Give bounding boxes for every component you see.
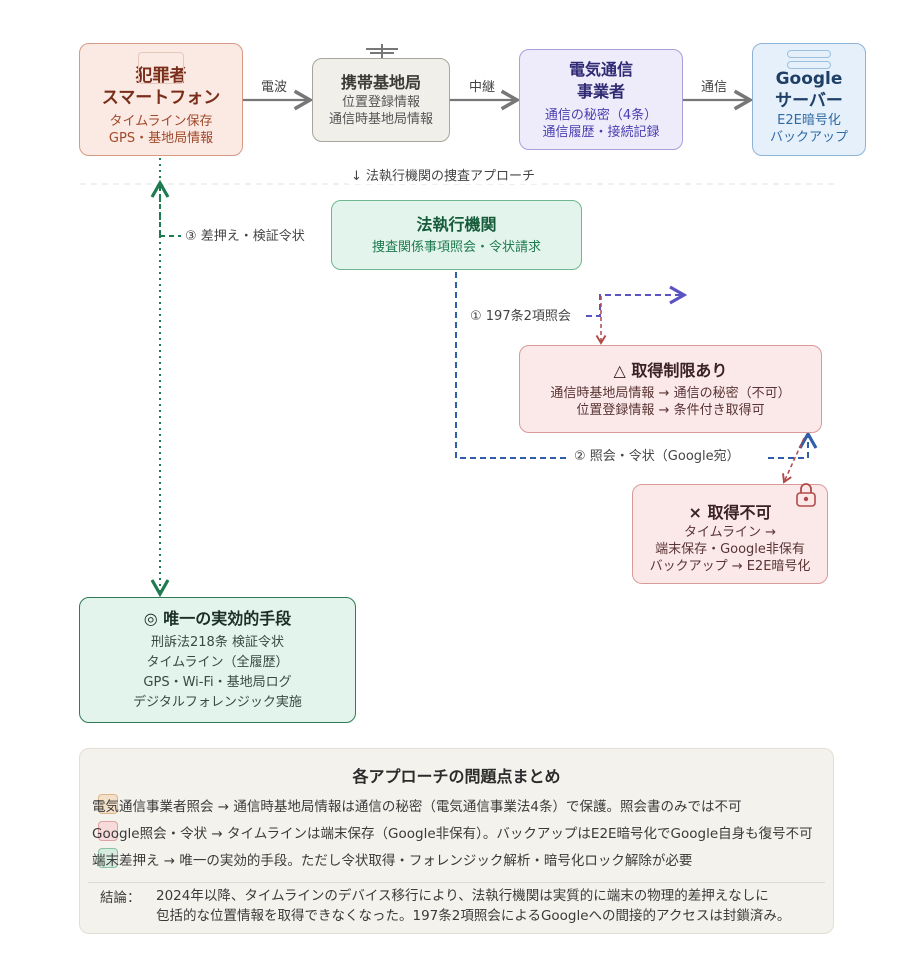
phone-title-line2: スマートフォン — [101, 87, 221, 108]
summary-panel: 各アプローチの問題点まとめ 電気通信事業者照会 → 通信時基地局情報は通信の秘密… — [79, 748, 834, 934]
edge-label-comm: 通信 — [698, 76, 731, 95]
phone-screen-icon — [138, 52, 184, 84]
edge-label-path3: ③ 差押え・検証令状 — [182, 225, 308, 244]
edge-label-relay: 中継 — [466, 76, 499, 95]
swatch-google — [98, 821, 118, 841]
base-station-sub-line2: 通信時基地局情報 — [328, 112, 433, 127]
summary-divider — [88, 882, 825, 883]
limited-sub-line1: 通信時基地局情報 → 通信の秘密（不可） — [550, 385, 791, 401]
impossible-title: × 取得不可 — [688, 502, 772, 522]
server-icon — [787, 50, 831, 72]
law-sub: 捜査関係事項照会・令状請求 — [371, 240, 541, 255]
carrier-sub-line1: 通信の秘密（4条） — [544, 107, 658, 123]
summary-row-device: 端末差押え → 唯一の実効的手段。ただし令状取得・フォレンジック解析・暗号化ロッ… — [92, 853, 693, 869]
law-title: 法執行機関 — [416, 215, 497, 234]
carrier-title-line2: 事業者 — [576, 81, 625, 101]
phone-sub-line2: GPS・基地局情報 — [108, 130, 214, 146]
node-carrier: 電気通信 事業者 通信の秘密（4条） 通信履歴・接続記録 — [519, 49, 683, 150]
google-sub-line1: E2E暗号化 — [777, 112, 841, 128]
edge-label-path1: ① 197条2項照会 — [467, 305, 574, 324]
phone-title-line1: 犯罪者 — [135, 65, 187, 86]
node-not-obtainable: × 取得不可 タイムライン → 端末保存・Google非保有 バックアップ → … — [632, 481, 828, 584]
effective-sub-line3: GPS・Wi-Fi・基地局ログ — [143, 674, 292, 690]
impossible-sub-line1: タイムライン → — [683, 524, 777, 540]
swatch-carrier — [98, 794, 118, 814]
google-title-line2: サーバー — [775, 90, 843, 111]
conclusion-line2: 包括的な位置情報を取得できなくなった。197条2項照会によるGoogleへの間接… — [156, 908, 791, 924]
antenna-icon — [362, 44, 402, 58]
effective-title: ◎ 唯一の実効的手段 — [143, 608, 292, 628]
effective-sub-line1: 刑訴法218条 検証令状 — [151, 634, 284, 650]
edge-label-radio: 電波 — [258, 76, 291, 95]
carrier-sub-line2: 通信履歴・接続記録 — [542, 124, 660, 140]
summary-row-google: Google照会・令状 → タイムラインは端末保存（Google非保有）。バック… — [92, 826, 813, 842]
base-station-sub-line1: 位置登録情報 — [341, 95, 420, 110]
node-only-effective-means: ◎ 唯一の実効的手段 刑訴法218条 検証令状 タイムライン（全履歴） GPS・… — [79, 597, 356, 723]
google-sub-line2: バックアップ — [769, 129, 848, 145]
summary-row-carrier: 電気通信事業者照会 → 通信時基地局情報は通信の秘密（電気通信事業法4条）で保護… — [92, 799, 742, 815]
node-limited-access: △ 取得制限あり 通信時基地局情報 → 通信の秘密（不可） 位置登録情報 → 条… — [519, 345, 822, 433]
impossible-sub-line3: バックアップ → E2E暗号化 — [649, 558, 811, 574]
edge-path2-blocked — [782, 437, 805, 484]
node-base-station: 携帯基地局 位置登録情報 通信時基地局情報 — [312, 58, 450, 142]
conclusion-label: 結論： — [100, 890, 141, 906]
node-criminal-smartphone: 犯罪者 スマートフォン タイムライン保存 GPS・基地局情報 — [79, 43, 243, 156]
summary-title: 各アプローチの問題点まとめ — [352, 767, 561, 786]
effective-sub-line2: タイムライン（全履歴） — [146, 654, 289, 670]
impossible-sub-line2: 端末保存・Google非保有 — [655, 541, 805, 557]
limited-sub-line2: 位置登録情報 → 条件付き取得可 — [576, 402, 765, 418]
lock-icon — [793, 481, 819, 507]
node-law-enforcement: 法執行機関 捜査関係事項照会・令状請求 — [331, 200, 582, 270]
carrier-title-line1: 電気通信 — [568, 59, 633, 79]
approach-header: ↓ 法執行機関の捜査アプローチ — [348, 165, 539, 184]
limited-title: △ 取得制限あり — [613, 360, 728, 380]
base-station-title: 携帯基地局 — [340, 73, 421, 92]
edge-path1 — [586, 285, 688, 317]
edge-label-path2: ② 照会・令状（Google宛） — [571, 445, 743, 464]
edge-path2-end — [768, 430, 818, 459]
swatch-device — [98, 848, 118, 868]
google-title-line1: Google — [775, 68, 843, 89]
phone-sub-line1: タイムライン保存 — [109, 113, 213, 129]
conclusion-line1: 2024年以降、タイムラインのデバイス移行により、法執行機関は実質的に端末の物理… — [156, 888, 769, 904]
node-google-server: Google サーバー E2E暗号化 バックアップ — [752, 43, 866, 156]
conclusion-text: 2024年以降、タイムラインのデバイス移行により、法執行機関は実質的に端末の物理… — [156, 886, 790, 926]
effective-sub-line4: デジタルフォレンジック実施 — [133, 694, 302, 710]
